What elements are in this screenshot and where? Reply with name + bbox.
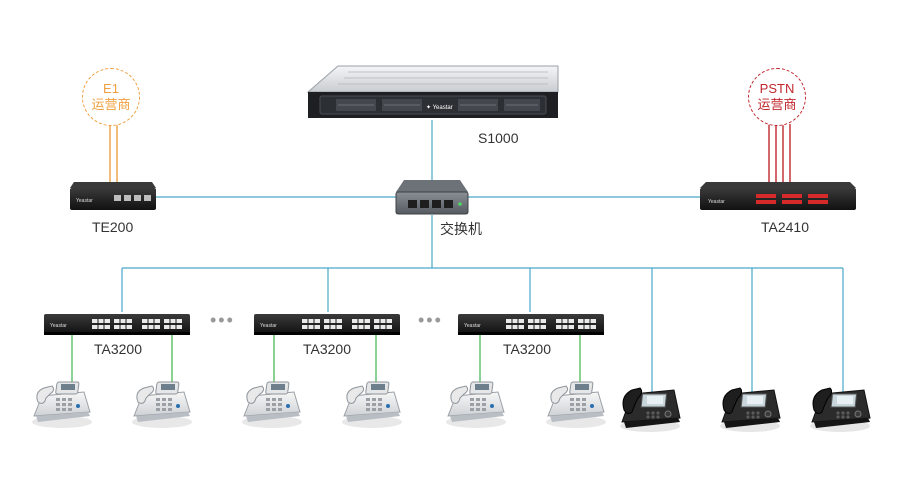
analog-phone-icon: [241, 381, 303, 429]
analog-phone-icon: [545, 381, 607, 429]
e1-carrier-title: E1: [103, 81, 119, 96]
te200-label: TE200: [92, 219, 134, 235]
e1-trunk: [109, 124, 118, 184]
e1-carrier-subtitle: 运营商: [91, 97, 131, 112]
network-switch-icon: [395, 180, 469, 215]
svg-text:✦ Yeastar: ✦ Yeastar: [426, 104, 453, 111]
ip-phone-icon: [719, 387, 781, 433]
more-gateways-ellipsis-1: •••: [210, 310, 235, 330]
analog-phone-icon: [445, 381, 507, 429]
analog-phone-icon: [131, 381, 193, 429]
ta3200-label-2: TA3200: [303, 341, 351, 357]
ta3200-label-1: TA3200: [94, 341, 142, 357]
analog-phone-icon: [31, 381, 93, 429]
e1-gateway-icon: Yeastar: [70, 182, 156, 210]
ip-phone-icon: [619, 387, 681, 433]
ip-phone-icon: [809, 387, 871, 433]
pstn-carrier-title: PSTN: [759, 81, 795, 96]
switch-label: 交换机: [440, 221, 482, 237]
pstn-trunk: [768, 124, 791, 184]
ta3200-gateway-icon-1: [43, 313, 191, 336]
more-gateways-ellipsis-2: •••: [418, 310, 443, 330]
pstn-carrier-subtitle: 运营商: [757, 97, 797, 112]
analog-phone-icon: [341, 381, 403, 429]
fxo-gateway-icon: Yeastar: [700, 182, 856, 210]
network-links: [121, 120, 844, 392]
ta3200-label-3: TA3200: [503, 341, 551, 357]
server-label: S1000: [478, 130, 519, 146]
e1-carrier-bubble: E1 运营商: [82, 68, 140, 126]
ta2410-label: TA2410: [761, 219, 809, 235]
ta3200-gateway-icon-2: [253, 313, 401, 336]
ta3200-gateway-icon-3: [457, 313, 605, 336]
svg-text:Yeastar: Yeastar: [76, 198, 93, 204]
pstn-carrier-bubble: PSTN 运营商: [748, 68, 806, 126]
svg-text:Yeastar: Yeastar: [708, 199, 725, 205]
phone-links: [71, 334, 581, 382]
rack-server-icon: ✦ Yeastar: [306, 65, 559, 118]
